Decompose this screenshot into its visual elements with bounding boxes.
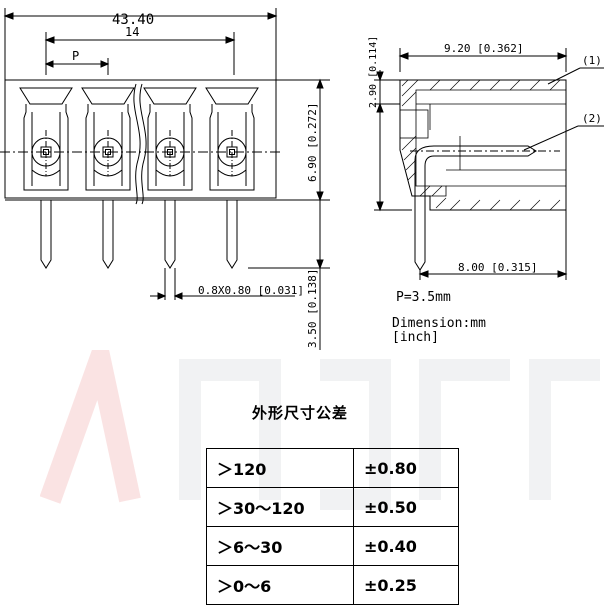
pitch-label: P xyxy=(72,49,79,63)
callout-2: (2) xyxy=(582,112,602,125)
side-pin-label: 8.00 [0.315] xyxy=(458,261,537,274)
side-depth-label: 9.20 [0.362] xyxy=(444,42,523,55)
tolerance-range: ＞30～120 xyxy=(206,487,354,527)
tolerance-table: ＞120 ±0.80 ＞30～120 ±0.50 ＞6～30 ±0.40 ＞0～… xyxy=(206,448,459,605)
overall-width-label: 43.40 xyxy=(112,12,154,28)
tolerance-value: ±0.40 xyxy=(353,526,459,566)
tolerance-range: ＞0～6 xyxy=(206,565,354,605)
side-top-label: 2.90 [0.114] xyxy=(368,36,379,108)
unit-note-mm: Dimension:mm xyxy=(392,316,486,331)
table-row: ＞6～30 ±0.40 xyxy=(206,526,459,566)
pin-length-label: 3.50 [0.138] xyxy=(306,269,319,348)
tolerance-value: ±0.80 xyxy=(353,448,459,488)
tolerance-value: ±0.25 xyxy=(353,565,459,605)
table-row: ＞120 ±0.80 xyxy=(206,448,459,488)
pitch-note: P=3.5mm xyxy=(396,290,451,305)
table-row: ＞0～6 ±0.25 xyxy=(206,565,459,605)
tolerance-range: ＞6～30 xyxy=(206,526,354,566)
front-height-label: 6.90 [0.272] xyxy=(306,103,319,182)
tolerance-range: ＞120 xyxy=(206,448,354,488)
callout-1: (1) xyxy=(582,54,602,67)
unit-note-inch: [inch] xyxy=(392,330,439,345)
table-row: ＞30～120 ±0.50 xyxy=(206,487,459,527)
pin-size-label: 0.8X0.80 [0.031] xyxy=(198,284,304,297)
pin-span-label: 14 xyxy=(125,25,139,39)
tolerance-value: ±0.50 xyxy=(353,487,459,527)
tolerance-title: 外形尺寸公差 xyxy=(252,404,349,422)
